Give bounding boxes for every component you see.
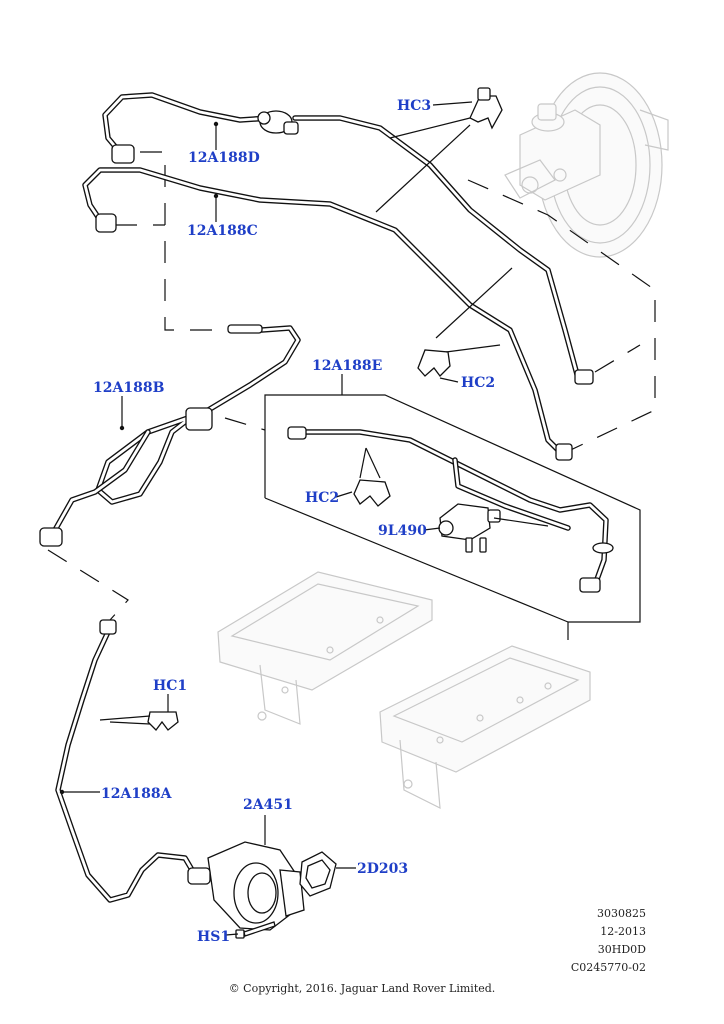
hose-clip-hc2-upper	[417, 349, 451, 377]
callout-12A188C: 12A188C	[187, 223, 258, 239]
hose-clip-hc1	[147, 711, 179, 731]
callout-12A188E: 12A188E	[312, 358, 382, 374]
vacuum-pump-2A451	[187, 841, 305, 931]
callout-12A188B: 12A188B	[93, 380, 165, 396]
callout-9L490: 9L490	[378, 523, 427, 539]
hose-12A188B	[52, 325, 301, 533]
hose-12A188A	[55, 629, 198, 903]
copyright-notice: © Copyright, 2016. Jaguar Land Rover Lim…	[228, 982, 496, 995]
hose-clip-hc3	[469, 87, 503, 130]
callout-hc3: HC3	[397, 98, 431, 114]
cam-cover-ghost-upper	[217, 571, 433, 725]
callout-2D203: 2D203	[357, 861, 408, 877]
check-valve-12A188D	[257, 110, 299, 135]
bolt-HS1	[235, 921, 276, 939]
dashed-connection-lines	[47, 151, 656, 621]
hose-12A188C	[82, 167, 563, 455]
callout-12A188D: 12A188D	[188, 150, 260, 166]
callout-2A451: 2A451	[243, 797, 293, 813]
callout-hc2-upper: HC2	[461, 375, 495, 391]
callout-hs1: HS1	[197, 929, 230, 945]
callout-hc2-lower: HC2	[305, 490, 339, 506]
hose-12A188E	[297, 429, 609, 585]
reference-code: 30HD0D	[597, 943, 646, 956]
callout-hc1: HC1	[153, 678, 187, 694]
reference-illustration-id: C0245770-02	[570, 961, 646, 974]
leader-lines	[59, 101, 549, 936]
cam-cover-ghost-lower	[379, 645, 591, 810]
master-cylinder-ghost	[504, 103, 601, 201]
hose-12A188D	[102, 92, 581, 381]
assembly-12A188E-bracket	[264, 394, 641, 640]
reference-date: 12-2013	[600, 925, 646, 938]
quick-connector-fittings	[39, 144, 614, 635]
callout-12A188A: 12A188A	[101, 786, 173, 802]
hose-clip-hc2-lower	[353, 479, 391, 507]
gasket-2D203	[299, 851, 337, 897]
reference-number: 3030825	[597, 907, 646, 920]
vacuum-switch-9L490	[438, 503, 501, 553]
